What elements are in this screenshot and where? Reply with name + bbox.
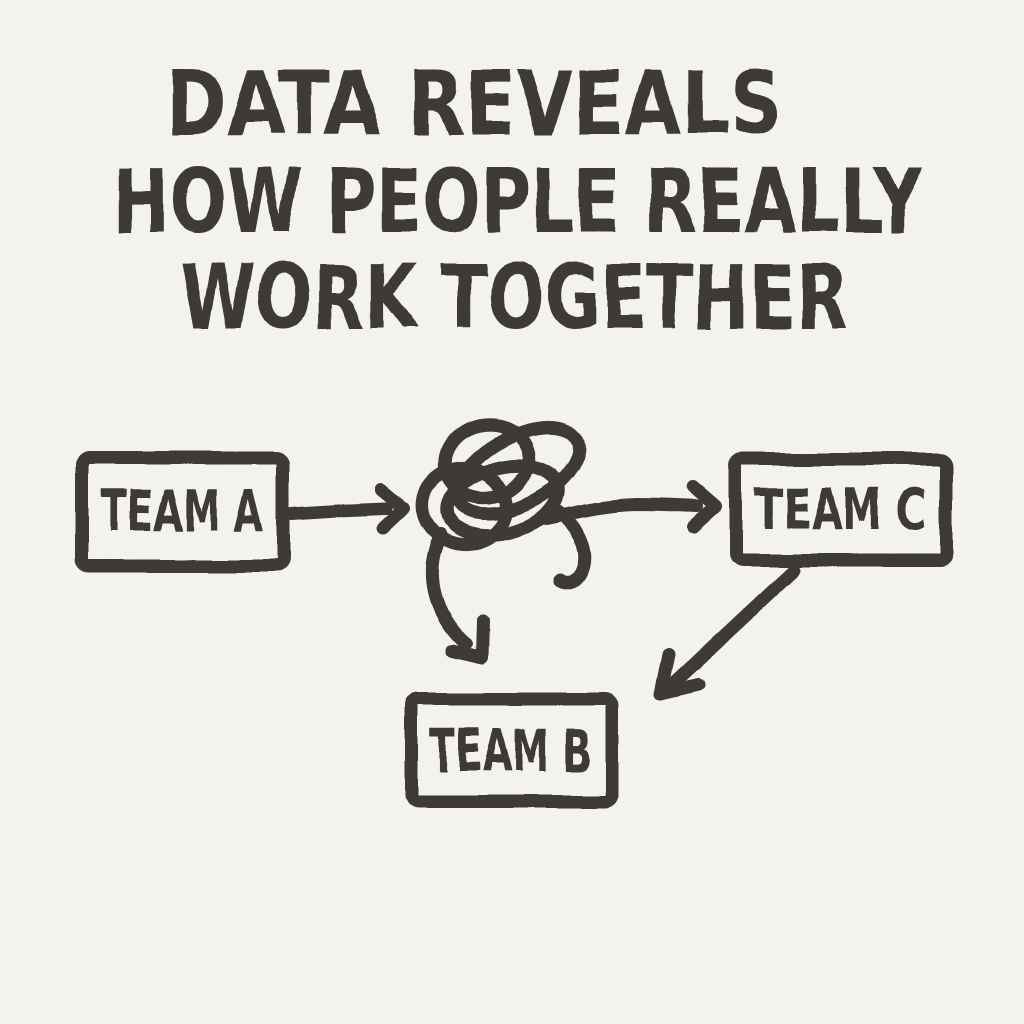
- arrow-shaft: [284, 501, 393, 520]
- team-b-label: TEAM B: [430, 717, 592, 785]
- team-c-label: TEAM C: [755, 475, 927, 543]
- team-a-label: TEAM A: [101, 477, 263, 545]
- title-line-3: WORK TOGETHER: [180, 246, 848, 349]
- title-line-1: DATA REVEALS: [166, 52, 783, 155]
- title-line-2: HOW PEOPLE REALLY: [112, 150, 923, 253]
